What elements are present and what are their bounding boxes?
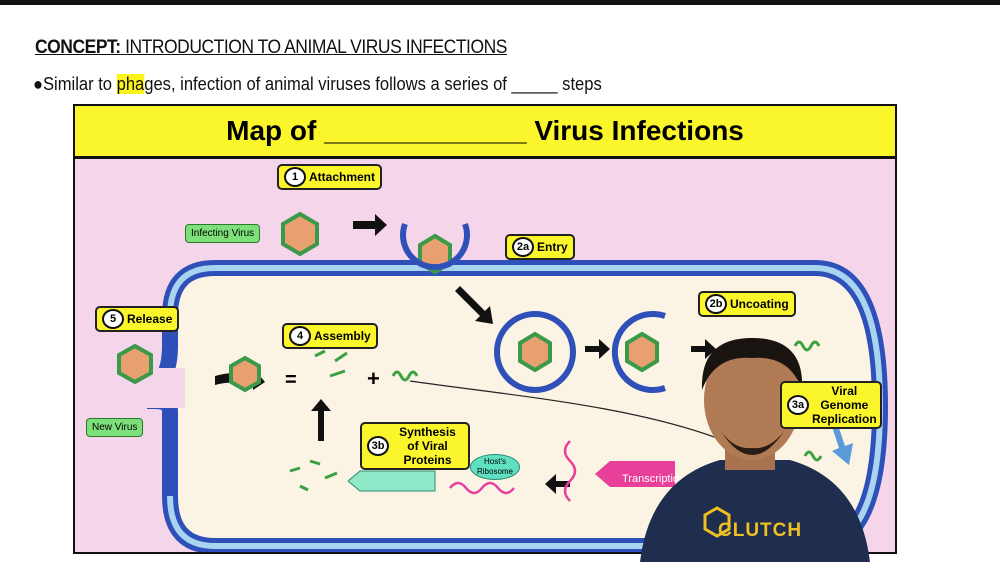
vesicles <box>400 222 666 393</box>
transcription-arrow <box>595 461 675 487</box>
bullet-rest: ges, infection of animal viruses follows… <box>144 74 602 94</box>
plus-sign: + <box>367 366 380 391</box>
host-ribosome: Host's Ribosome <box>470 454 520 480</box>
step-label: Synthesis of Viral Proteins <box>399 425 456 467</box>
concept-heading: CONCEPT: INTRODUCTION TO ANIMAL VIRUS IN… <box>35 37 507 59</box>
step-label: Release <box>127 312 173 326</box>
bullet-text: ●Similar to phages, infection of animal … <box>33 74 602 95</box>
step-number: 4 <box>289 326 311 346</box>
replication-arrow <box>409 380 726 442</box>
top-bar <box>0 0 1000 5</box>
transcription-label: Transcription <box>622 473 686 485</box>
shirt-logo-text: CLUTCH <box>718 520 803 541</box>
step-number: 2b <box>705 294 727 314</box>
step-number: 3b <box>367 436 389 456</box>
synthesis-arrow <box>347 470 436 492</box>
viral-genomes <box>289 340 823 492</box>
clutch-logo-icon <box>703 506 731 538</box>
presenter-shirt <box>640 460 870 562</box>
mrna-strand <box>563 440 577 502</box>
concept-label: CONCEPT: <box>35 37 121 58</box>
infecting-virus-label: Infecting Virus <box>185 224 261 243</box>
step-label: Assembly <box>314 329 371 343</box>
step-label: Viral Genome Replication <box>812 384 877 426</box>
step-number: 1 <box>284 167 306 187</box>
new-virus-label: New Virus <box>86 418 144 437</box>
diagram-title: Map of _____________ Virus Infections <box>75 106 895 159</box>
step-synthesis: 3b Synthesis of Viral Proteins <box>360 422 470 470</box>
presenter-hair <box>701 338 803 390</box>
step-label: Uncoating <box>730 297 789 311</box>
concept-title: INTRODUCTION TO ANIMAL VIRUS INFECTIONS <box>125 37 507 58</box>
virus-particles <box>117 211 659 393</box>
step-number: 5 <box>102 309 124 329</box>
mrna <box>449 481 515 495</box>
highlighted-text: pha <box>116 74 145 94</box>
arrows <box>215 214 716 494</box>
bullet-prefix: ●Similar to <box>33 74 117 94</box>
virus-infection-diagram: = + Map of _____________ Virus Infection… <box>73 104 897 554</box>
presenter-video <box>640 338 870 562</box>
step-label: Entry <box>537 240 568 254</box>
presenter-face <box>704 340 800 460</box>
equals-sign: = <box>285 369 297 391</box>
step-number: 3a <box>787 395 809 415</box>
step-label: Attachment <box>309 170 376 184</box>
step-number: 2a <box>512 237 534 257</box>
